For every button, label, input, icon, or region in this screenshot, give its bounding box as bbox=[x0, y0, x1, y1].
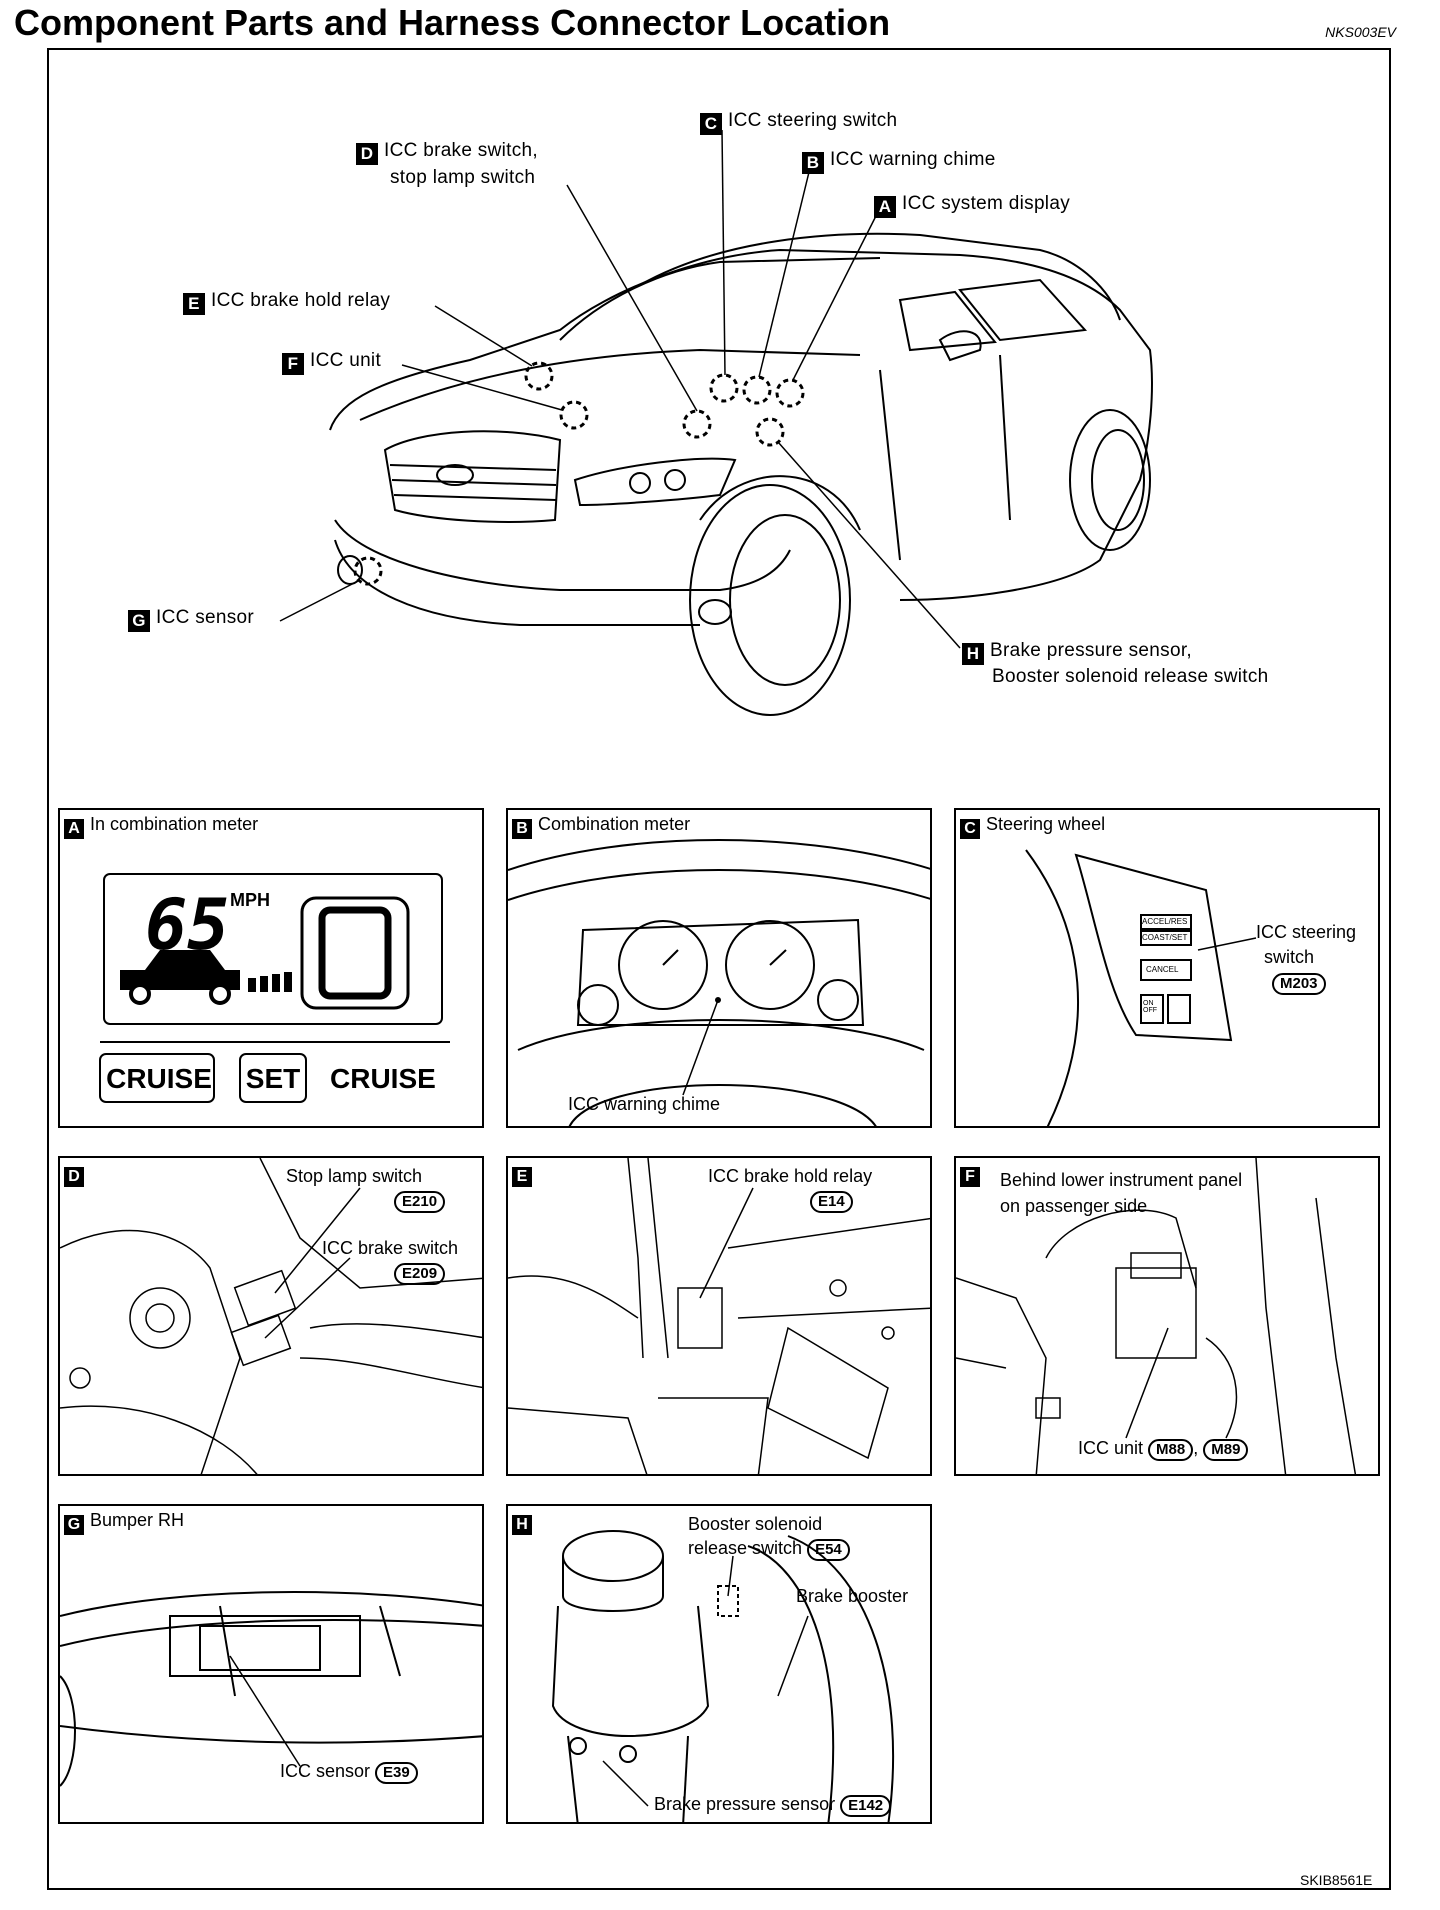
connector-e39: E39 bbox=[375, 1762, 418, 1784]
leader-line-d bbox=[566, 184, 698, 412]
icc-steering-switch-callout: ICC steering bbox=[1256, 922, 1357, 942]
cruise-button-label: CRUISE bbox=[106, 1063, 212, 1094]
car-hood bbox=[359, 348, 861, 421]
leader-line-c bbox=[721, 129, 726, 376]
cancel-button: CANCEL bbox=[1146, 965, 1179, 974]
car-headlight bbox=[573, 457, 737, 507]
connector-e210: E210 bbox=[394, 1190, 446, 1213]
leader-line-b bbox=[758, 167, 811, 378]
label-stop-lamp-switch: stop lamp switch bbox=[390, 167, 536, 188]
location-circle-d bbox=[682, 409, 712, 439]
panel-e-label: E bbox=[512, 1162, 538, 1187]
connector-m89: M89 bbox=[1203, 1439, 1249, 1461]
location-circle-h bbox=[755, 417, 785, 447]
accel-res-button: ACCEL/RES bbox=[1142, 917, 1188, 926]
connector-m203: M203 bbox=[1272, 972, 1326, 995]
panel-f-label: F bbox=[960, 1162, 986, 1187]
car-front-wheel bbox=[689, 484, 851, 716]
connector-m88: M88 bbox=[1148, 1439, 1194, 1461]
leader-line-f bbox=[401, 364, 563, 411]
label-booster-solenoid-release-switch: Booster solenoid release switch bbox=[992, 666, 1269, 687]
connector-e14: E14 bbox=[810, 1190, 853, 1213]
on-off-button: ON OFF bbox=[1143, 1000, 1157, 1014]
car-mirror bbox=[938, 330, 982, 362]
panel-f-icc-unit: F Behind lower instrument panel on passe… bbox=[954, 1156, 1380, 1476]
car-grille bbox=[383, 430, 562, 523]
icc-sensor-callout: ICC sensor E39 bbox=[280, 1761, 418, 1784]
car-bumper bbox=[334, 519, 791, 591]
brake-booster-callout: Brake booster bbox=[796, 1586, 909, 1606]
panel-d-brake-switch: D Stop lamp switch E210 ICC brake switch… bbox=[58, 1156, 484, 1476]
location-circle-f bbox=[559, 400, 589, 430]
figure-code: SKIB8561E bbox=[1300, 1872, 1373, 1888]
icc-brake-switch-callout: ICC brake switch bbox=[322, 1238, 459, 1258]
release-switch-callout: release switch E54 bbox=[688, 1538, 850, 1561]
booster-solenoid-callout: Booster solenoid bbox=[688, 1514, 823, 1534]
car-body-outline bbox=[329, 248, 1153, 601]
connector-e209: E209 bbox=[394, 1262, 446, 1285]
icc-warning-chime-callout: ICC warning chime bbox=[568, 1094, 721, 1114]
icc-unit-callout: ICC unit M88, M89 bbox=[1078, 1438, 1249, 1461]
leader-line-a bbox=[792, 207, 881, 381]
stop-lamp-switch-callout: Stop lamp switch bbox=[286, 1166, 423, 1186]
panel-h-label: H bbox=[512, 1510, 538, 1535]
location-circle-e bbox=[524, 361, 554, 391]
coast-set-button: COAST/SET bbox=[1142, 933, 1188, 942]
car-roof bbox=[639, 232, 1121, 321]
panel-h-brake-booster: H Booster solenoid release switch E54 Br… bbox=[506, 1504, 932, 1824]
car-side-window bbox=[958, 278, 1088, 342]
leader-line-h bbox=[777, 441, 961, 649]
location-circle-a bbox=[775, 378, 805, 408]
doc-code: NKS003EV bbox=[1325, 24, 1396, 40]
connector-e142: E142 bbox=[840, 1795, 892, 1817]
location-circle-b bbox=[742, 375, 772, 405]
vehicle-overview-illustration bbox=[279, 129, 1153, 716]
leader-line-e bbox=[434, 305, 533, 367]
page-title: Component Parts and Harness Connector Lo… bbox=[14, 2, 891, 43]
set-indicator-label: SET bbox=[245, 1063, 301, 1094]
cruise-indicator-label: CRUISE bbox=[330, 1063, 436, 1094]
car-rear-wheel bbox=[1069, 409, 1151, 551]
car-windshield bbox=[559, 257, 881, 341]
location-circle-c bbox=[709, 373, 739, 403]
leader-line-g bbox=[279, 579, 361, 622]
panel-e-brake-hold-relay: E ICC brake hold relay E14 bbox=[506, 1156, 932, 1476]
car-side-window-2 bbox=[898, 290, 997, 352]
icc-steering-switch-callout-2: switch bbox=[1264, 947, 1315, 967]
speed-unit: MPH bbox=[230, 890, 270, 910]
brake-pressure-sensor-callout: Brake pressure sensor E142 bbox=[654, 1794, 892, 1817]
set-speed-readout: 65 bbox=[145, 884, 230, 966]
diagram-frame bbox=[47, 48, 1391, 1890]
icc-brake-hold-relay-callout: ICC brake hold relay bbox=[708, 1166, 873, 1186]
passenger-side-callout: on passenger side bbox=[1000, 1196, 1148, 1216]
behind-lower-instrument-panel-callout: Behind lower instrument panel bbox=[1000, 1170, 1243, 1190]
panel-a-combination-meter-display: AIn combination meter 65 MPH 0 CRUISE SE… bbox=[58, 808, 484, 1128]
location-circle-g bbox=[353, 556, 383, 586]
connector-e54: E54 bbox=[807, 1539, 850, 1561]
panel-d-label: D bbox=[64, 1162, 90, 1187]
